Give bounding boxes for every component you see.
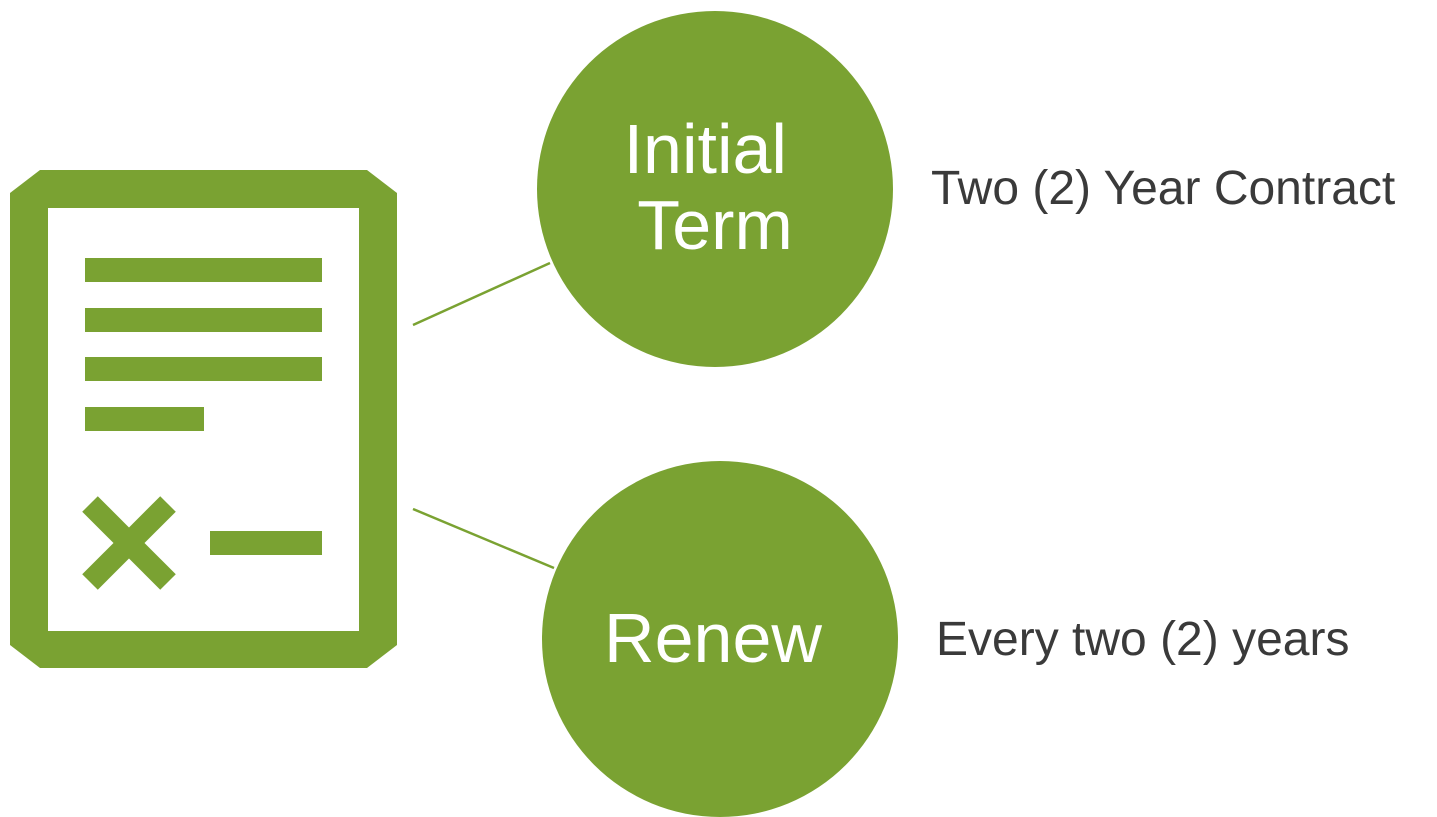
connector-line-initial-term xyxy=(412,261,551,327)
initial-term-label-line-2: Term xyxy=(637,186,793,264)
contract-document-icon xyxy=(10,170,397,668)
renew-label: Renew xyxy=(604,599,822,677)
initial-term-circle xyxy=(537,11,893,367)
initial-term-description: Two (2) Year Contract xyxy=(931,162,1395,215)
document-text-line xyxy=(85,407,204,431)
initial-term-label-line-1: Initial xyxy=(624,110,787,188)
initial-term-label: Initial Term xyxy=(624,110,807,264)
node-initial-term: Initial Term Two (2) Year Contract xyxy=(537,11,1395,367)
renew-label-line-1: Renew xyxy=(604,599,822,677)
node-renew: Renew Every two (2) years xyxy=(542,461,1349,817)
document-text-line xyxy=(85,308,322,332)
document-text-line xyxy=(85,258,322,282)
document-text-line xyxy=(85,357,322,381)
renew-description: Every two (2) years xyxy=(936,613,1349,666)
renew-circle xyxy=(542,461,898,817)
signature-line xyxy=(210,531,322,555)
connector-line-renew xyxy=(412,507,555,570)
signature-x-mark xyxy=(82,496,176,590)
